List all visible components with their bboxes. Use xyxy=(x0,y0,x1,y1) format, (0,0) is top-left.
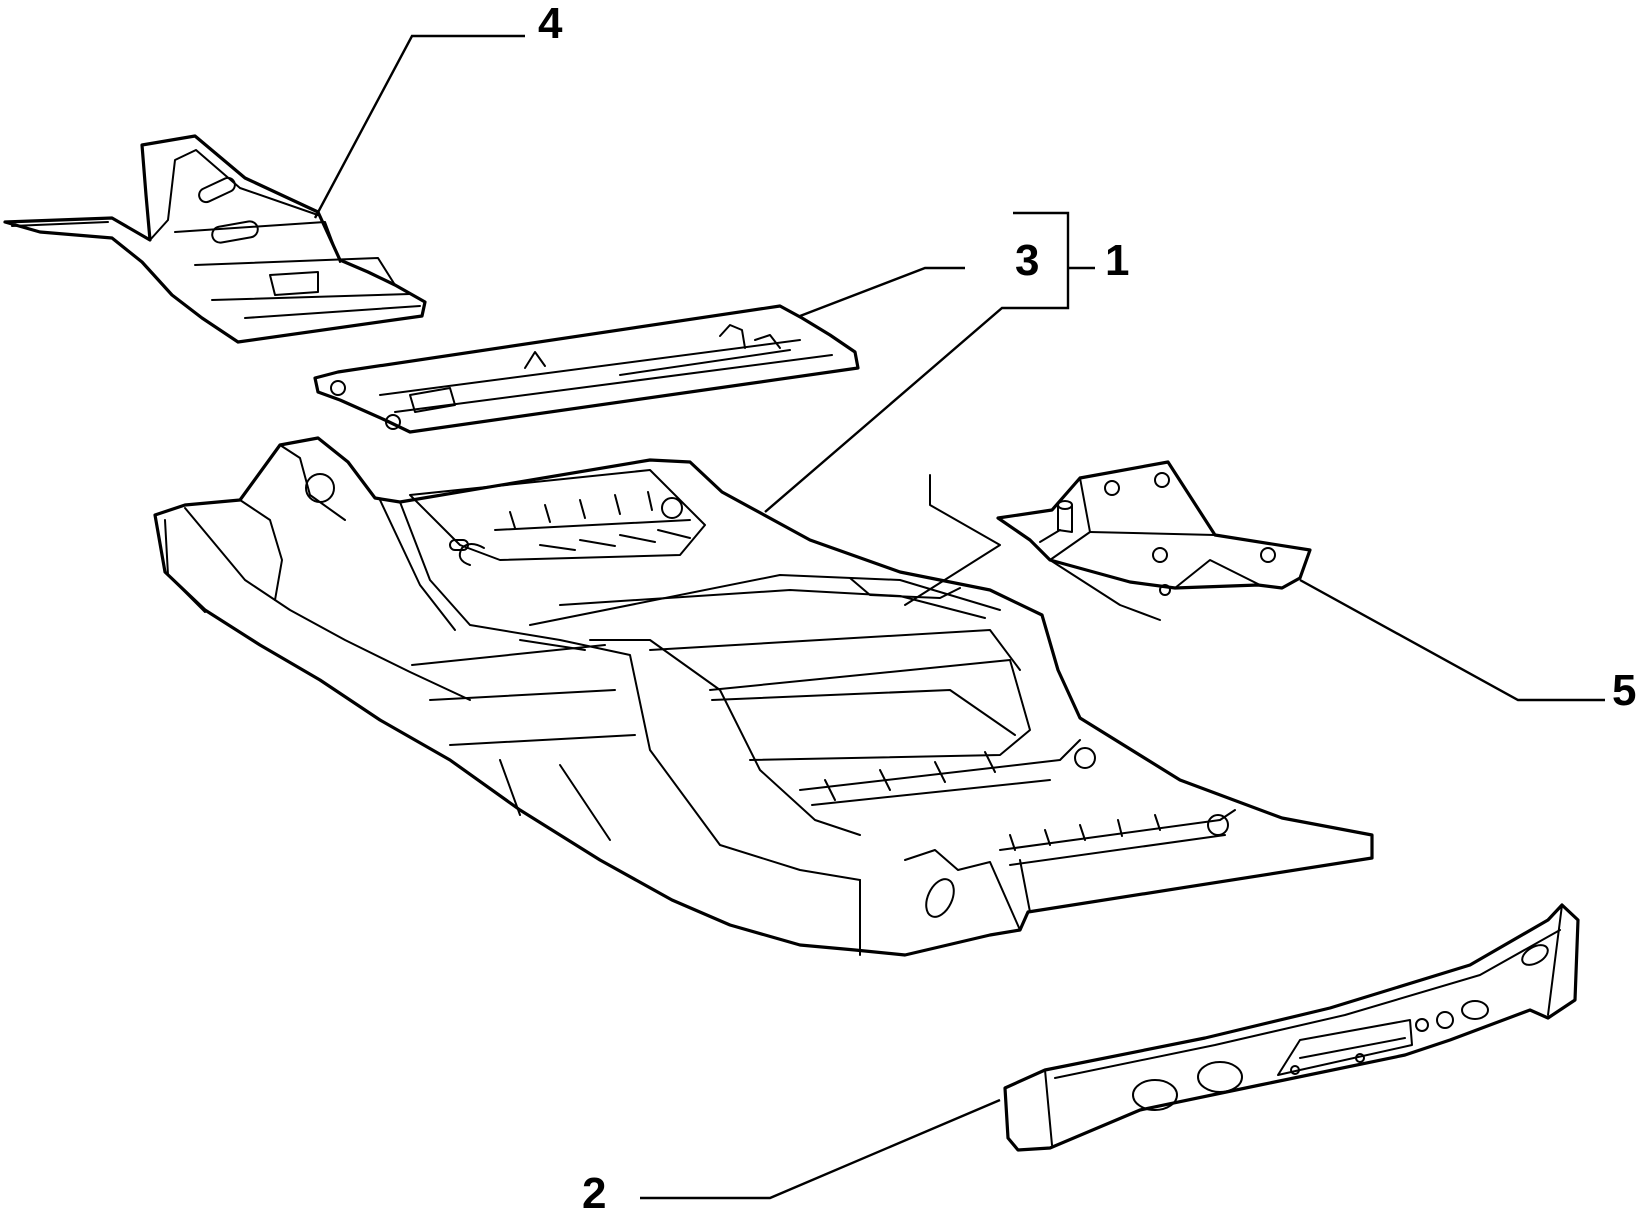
part-4-rear-bracket-panel xyxy=(3,134,427,344)
callout-4: 4 xyxy=(538,0,563,48)
leader-3 xyxy=(799,266,965,318)
guide-line-5 xyxy=(904,474,1001,606)
callout-2: 2 xyxy=(582,1169,606,1212)
part-1-floor-panel-assembly xyxy=(153,436,1374,957)
leader-4 xyxy=(313,34,525,219)
part-3-seat-crossmember xyxy=(313,304,860,434)
leader-2 xyxy=(640,1098,1001,1200)
guide-line-5b xyxy=(1049,559,1161,621)
callout-3: 3 xyxy=(1015,236,1039,285)
leader-1-bracket xyxy=(764,211,1070,513)
callout-1: 1 xyxy=(1105,236,1129,285)
callout-5: 5 xyxy=(1612,666,1636,715)
leader-lines xyxy=(313,34,1605,1200)
part-2-front-crossmember xyxy=(1003,903,1580,1152)
leader-5 xyxy=(1299,578,1605,702)
part-5-side-bracket xyxy=(996,460,1312,596)
